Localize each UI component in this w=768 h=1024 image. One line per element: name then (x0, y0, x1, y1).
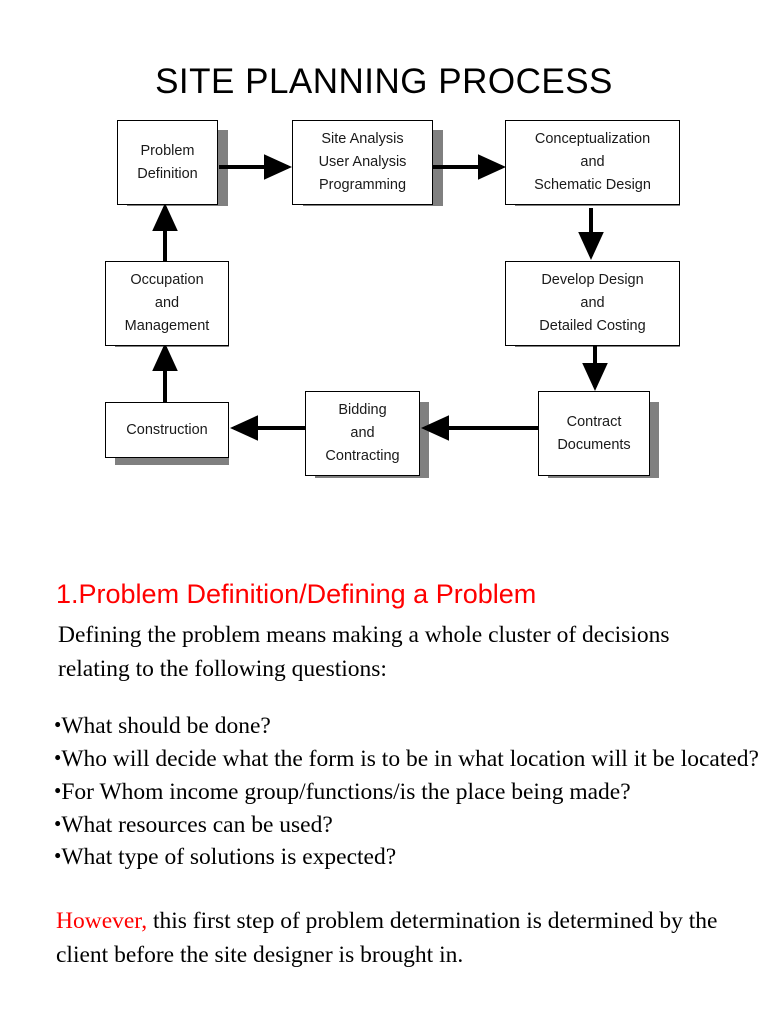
list-item-label: For Whom income group/functions/is the p… (61, 778, 631, 805)
list-item-label: What type of solutions is expected? (61, 844, 397, 871)
closing-highlight: However, (56, 908, 148, 935)
bullet-icon: • (54, 810, 62, 835)
list-item: •What resources can be used? (54, 809, 768, 842)
bullet-icon: • (54, 777, 62, 802)
list-item-label: What resources can be used? (61, 811, 333, 838)
list-item: •What should be done? (54, 710, 768, 743)
closing-rest: this first step of problem determination… (56, 908, 718, 969)
flow-node-label: Construction (126, 421, 208, 438)
list-item: •What type of solutions is expected? (54, 841, 768, 874)
question-list: •What should be done? •Who will decide w… (0, 710, 768, 874)
flow-node-construction[interactable]: Construction (105, 402, 229, 458)
slide-body: 1.Problem Definition/Defining a Problem … (0, 578, 768, 972)
bullet-icon: • (54, 712, 62, 737)
page-title: SITE PLANNING PROCESS (155, 62, 613, 101)
bullet-icon: • (54, 745, 62, 770)
bullet-icon: • (54, 843, 62, 868)
closing-paragraph: However, this first step of problem dete… (56, 904, 762, 972)
section-heading: 1.Problem Definition/Defining a Problem (56, 579, 537, 609)
list-item-label: Who will decide what the form is to be i… (61, 745, 759, 772)
list-item-label: What should be done? (61, 712, 271, 739)
list-item: •Who will decide what the form is to be … (54, 743, 768, 776)
intro-paragraph: Defining the problem means making a whol… (58, 621, 670, 682)
list-item: •For Whom income group/functions/is the … (54, 776, 768, 809)
